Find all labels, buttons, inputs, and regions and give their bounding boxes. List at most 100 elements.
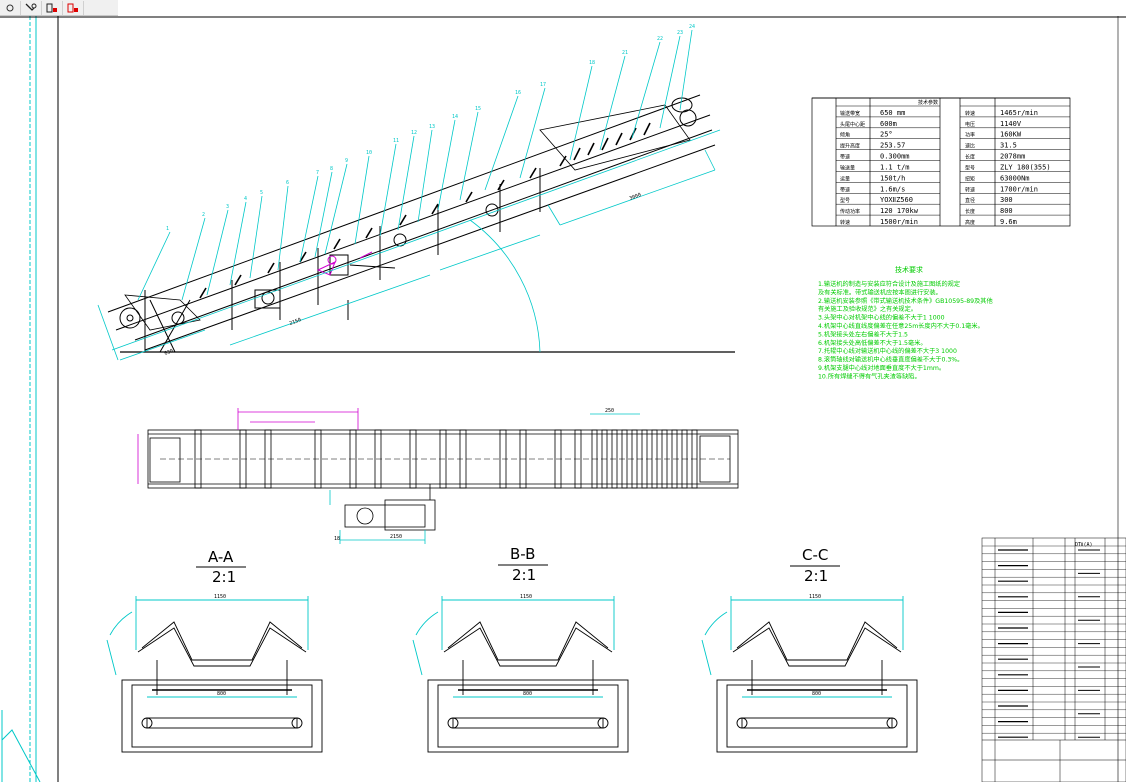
title-block-label: DTⅡ(A): [1075, 542, 1093, 548]
params-table-title: 技术参数: [918, 99, 938, 106]
tech-requirement-line: 8.滚筒轴线对输送机中心线垂直度偏差不大于0.3%。: [818, 356, 963, 364]
plan-idler: [314, 429, 322, 489]
plan-view: [147, 429, 739, 531]
plan-idler: [499, 429, 507, 489]
callout-7: 7: [316, 170, 319, 176]
section-aa-title: A-A: [208, 548, 234, 566]
plan-impact-idler: [691, 429, 698, 489]
param-label: 提升高度: [840, 143, 860, 150]
callout-3: 3: [226, 204, 229, 210]
callout-21: 21: [622, 50, 628, 56]
tech-requirement-line: 4.机架中心线直线度偏差在任意25m长度内不大于0.1毫米。: [818, 322, 984, 330]
param-right-value: 9.6m: [1000, 218, 1017, 226]
layer-off-icon[interactable]: [63, 0, 84, 15]
tech-requirement-line: 有关施工及验收规范》之有关规定。: [818, 305, 917, 313]
dim-head-plan: 250: [605, 408, 614, 414]
plan-impact-idler: [641, 429, 648, 489]
param-value: 650 mm: [880, 109, 905, 117]
section-width-dim: 1150: [214, 594, 226, 600]
callout-23: 23: [677, 30, 683, 36]
zoom-icon[interactable]: [21, 0, 42, 15]
callout-10: 10: [366, 150, 372, 156]
param-right-label: 型号: [965, 164, 975, 171]
section-inner-dim: 800: [217, 691, 226, 697]
callout-18: 18: [589, 60, 595, 66]
tech-requirement-line: 6.机架接头处高低偏差不大于1.5毫米。: [818, 339, 927, 347]
param-right-value: 31.5: [1000, 142, 1017, 150]
param-right-label: 扭矩: [965, 175, 975, 182]
param-right-value: 1700r/min: [1000, 185, 1038, 193]
param-label: 输送带宽: [840, 110, 860, 117]
callout-1: 1: [166, 226, 169, 232]
param-value: 120 170kw: [880, 207, 919, 215]
param-right-value: 800: [1000, 207, 1013, 215]
plan-impact-idler: [591, 429, 598, 489]
param-right-label: 长度: [965, 154, 975, 161]
parts-list: [981, 537, 1126, 782]
section-aa-scale: 2:1: [212, 568, 236, 586]
section-titles: A-A 2:1 B-B 2:1 C-C 2:1: [208, 545, 828, 586]
callout-9: 9: [345, 158, 348, 164]
callout-8: 8: [330, 166, 333, 172]
section-inner-dim: 800: [812, 691, 821, 697]
section-cc-scale: 2:1: [804, 567, 828, 585]
param-value: 150t/h: [880, 174, 905, 182]
section-inner-dim: 800: [523, 691, 532, 697]
param-value: 1500r/min: [880, 218, 918, 226]
plan-view-labels: 2150 18 250: [334, 408, 614, 542]
param-right-label: 长度: [965, 208, 975, 215]
tech-requirement-line: 9.机架支腿中心线对地面垂直度不大于1mm。: [818, 364, 945, 372]
plan-view-dimensions: [137, 408, 640, 544]
callout-6: 6: [286, 180, 289, 186]
param-value: 25°: [880, 131, 893, 139]
parts-list-rows: [982, 545, 1126, 738]
elevation-view: [107, 94, 735, 353]
pan-icon[interactable]: [0, 0, 21, 15]
section-cc-title: C-C: [802, 546, 828, 564]
section-view: 1150 800: [106, 594, 323, 753]
dim-drive-offset: 18: [334, 536, 340, 542]
plan-idler: [374, 429, 382, 489]
callout-14: 14: [452, 114, 458, 120]
params-table: [811, 97, 1071, 227]
param-label: 运量: [840, 175, 850, 182]
callout-22: 22: [657, 36, 663, 42]
tech-requirement-line: 及有关标准。带式输送机应按本图进行安装。: [818, 288, 942, 296]
callout-15: 15: [475, 106, 481, 112]
callout-4: 4: [244, 196, 247, 202]
plan-impact-idler: [661, 429, 668, 489]
param-right-label: 速比: [965, 143, 975, 150]
callout-17: 17: [540, 82, 546, 88]
callout-12: 12: [411, 130, 417, 136]
callout-5: 5: [260, 190, 263, 196]
callout-2: 2: [202, 212, 205, 218]
param-right-label: 电压: [965, 121, 975, 128]
param-right-value: 1465r/min: [1000, 109, 1038, 117]
param-value: YOXⅡZ560: [880, 196, 913, 204]
layer-icon[interactable]: [42, 0, 63, 15]
elevation-highlights: [316, 251, 373, 276]
param-right-value: 160KW: [1000, 131, 1022, 139]
param-value: 1.1 t/m: [880, 163, 910, 171]
elevation-callout-labels: 1 2 3 4 5 6 7 8 9 10 11 12 13 14 15 16 1…: [166, 24, 695, 232]
elevation-dim-labels: 3000 2150 630: [164, 192, 642, 357]
section-title-underlines: [196, 564, 840, 568]
dim-head-length: 3000: [629, 192, 642, 202]
plan-idler: [194, 429, 202, 489]
param-value: 600m: [880, 120, 897, 128]
param-right-value: 300: [1000, 196, 1013, 204]
param-label: 传动功率: [840, 208, 860, 215]
cad-toolbar: [0, 0, 118, 16]
plan-impact-idler: [651, 429, 658, 489]
param-right-label: 功率: [965, 132, 975, 139]
callout-13: 13: [429, 124, 435, 130]
param-label: 带速: [840, 187, 850, 193]
dim-mid-length: 2150: [289, 317, 302, 327]
plan-idler: [349, 429, 357, 489]
callout-24: 24: [689, 24, 695, 30]
